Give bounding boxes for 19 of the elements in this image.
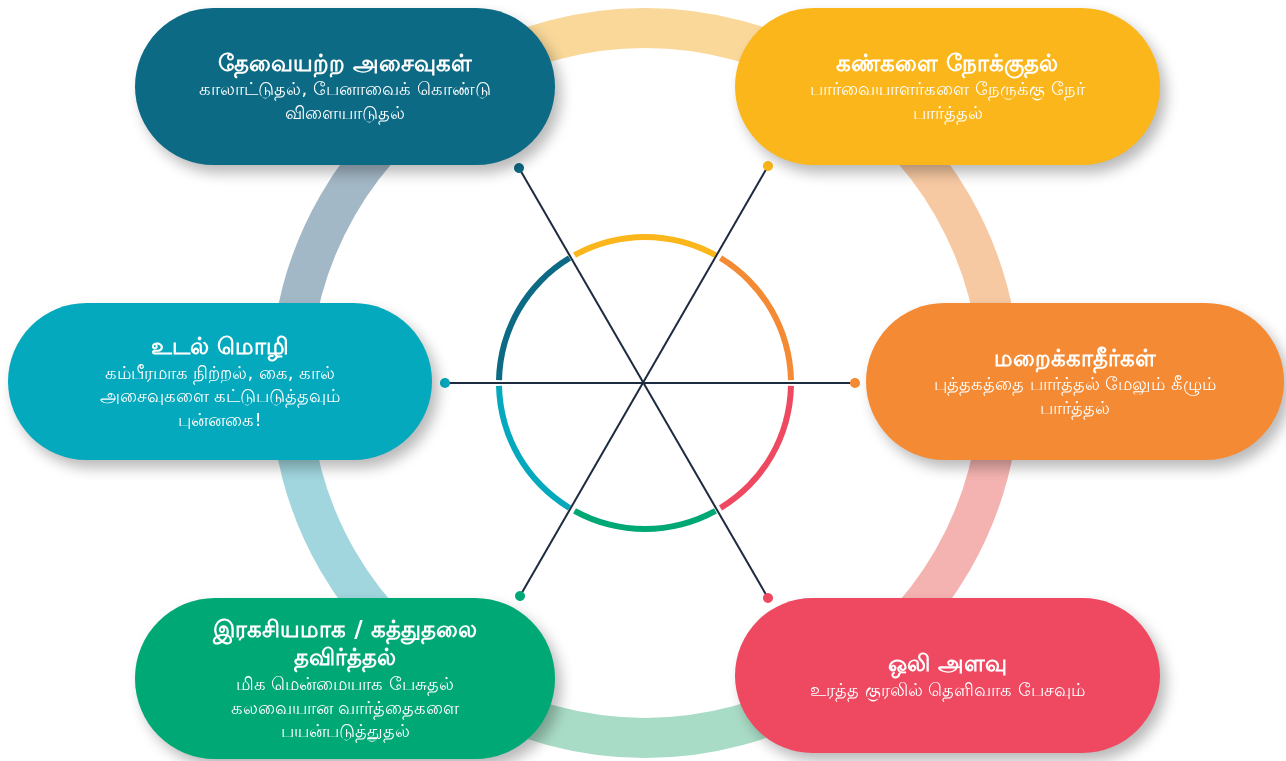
topic-heading: தேவையற்ற அசைவுகள் (218, 48, 472, 78)
topic-description: புத்தகத்தை பார்த்தல் மேலும் கீழும் பார்த்தல் (932, 373, 1218, 420)
topic-pill (866, 303, 1284, 460)
topic-pill (735, 8, 1160, 165)
topic-heading: கண்களை நோக்குதல் (836, 48, 1059, 78)
topic-description: காலாட்டுதல், பேனாவைக் கொண்டு விளையாடுதல் (198, 78, 492, 125)
topic-heading: இரகசியமாக / கத்துதலை தவிர்த்தல் (211, 614, 478, 673)
topic-description: கம்பீரமாக நிற்றல், கை, கால் அசைவுகளை கட்டுபடுத்தவும் புன்னகை! (98, 361, 342, 431)
topic-heading: மறைக்காதீர்கள் (994, 343, 1156, 373)
topic-heading: ஒலி அளவு (888, 649, 1007, 679)
topic-pill (8, 303, 432, 460)
topic-description: பார்வையாளர்களை நேருக்கு நேர் பார்த்தல் (809, 78, 1087, 125)
topic-heading: உடல் மொழி (151, 332, 289, 361)
topic-description: மிக மென்மையாக பேசுதல் கலவையான வார்த்தைகளை பயன்படுத்துதல் (229, 673, 461, 743)
connector-line (439, 377, 861, 389)
topic-pill (735, 598, 1160, 753)
topic-pill (135, 598, 555, 759)
topic-description: உரத்த குரலில் தெளிவாக பேசவும் (809, 679, 1086, 702)
topic-pill (135, 8, 555, 165)
